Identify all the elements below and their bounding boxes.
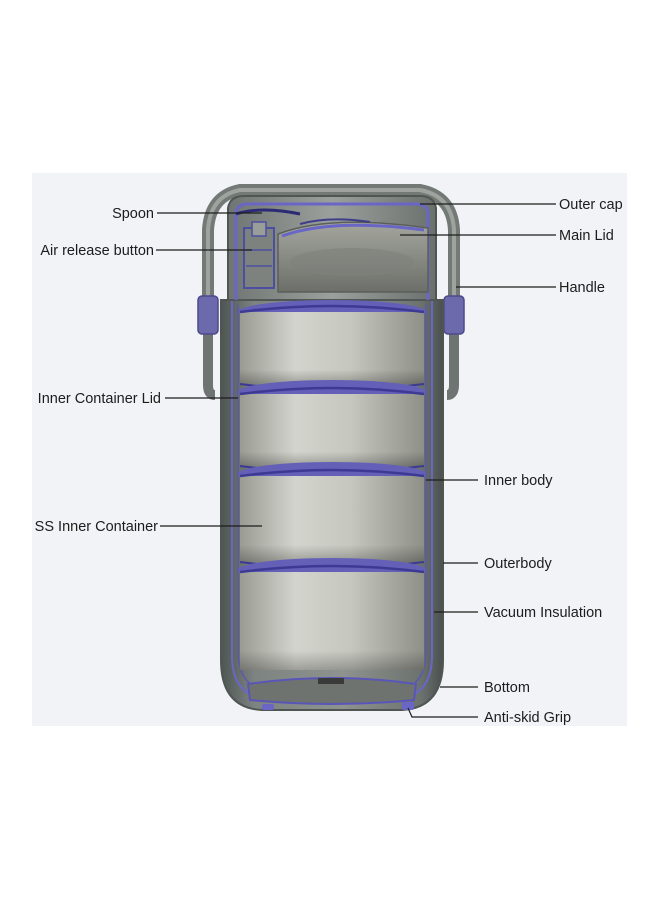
air-release-button-shape [243, 221, 275, 289]
label-outerbody: Outerbody [484, 556, 552, 572]
anti-skid-grip-shape [262, 702, 414, 710]
label-anti-skid-grip: Anti-skid Grip [484, 710, 571, 726]
leader-lines [156, 203, 556, 718]
main-lid-shape [277, 218, 429, 293]
label-inner-body: Inner body [484, 473, 553, 489]
leader-anti-skid-grip [407, 707, 478, 718]
label-inner-container-lid: Inner Container Lid [38, 391, 161, 407]
bottom-shape [246, 677, 418, 705]
inner-container-tier-3 [238, 462, 426, 569]
label-handle: Handle [559, 280, 605, 296]
label-outer-cap: Outer cap [559, 197, 623, 213]
label-vacuum-insulation: Vacuum Insulation [484, 605, 602, 621]
label-main-lid: Main Lid [559, 228, 614, 244]
inner-container-tier-1 [238, 300, 426, 391]
label-bottom: Bottom [484, 680, 530, 696]
callout-labels: Spoon Air release button Inner Container… [35, 197, 623, 726]
inner-container-tier-4 [238, 558, 426, 670]
inner-container-tier-2 [238, 380, 426, 473]
label-spoon: Spoon [112, 206, 154, 222]
label-air-release-button: Air release button [40, 243, 154, 259]
label-ss-inner-container: SS Inner Container [35, 519, 158, 535]
handle-shape [197, 184, 465, 400]
